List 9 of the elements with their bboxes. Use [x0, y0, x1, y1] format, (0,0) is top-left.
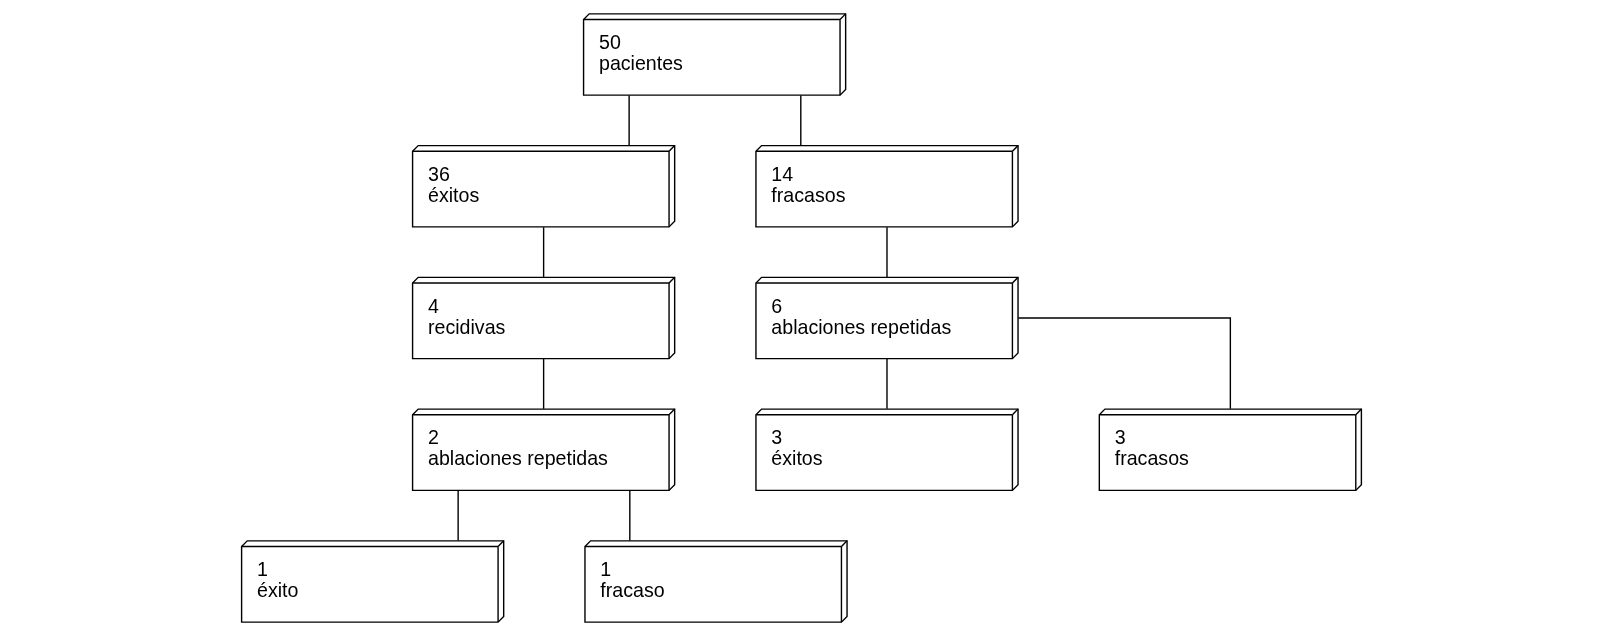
connector — [627, 94, 630, 146]
connector — [542, 358, 544, 410]
connector — [542, 226, 544, 278]
connector — [1017, 317, 1231, 410]
connector — [885, 358, 888, 410]
connector — [799, 94, 801, 146]
connector — [456, 490, 459, 542]
connector — [628, 490, 631, 542]
connector — [885, 226, 888, 278]
